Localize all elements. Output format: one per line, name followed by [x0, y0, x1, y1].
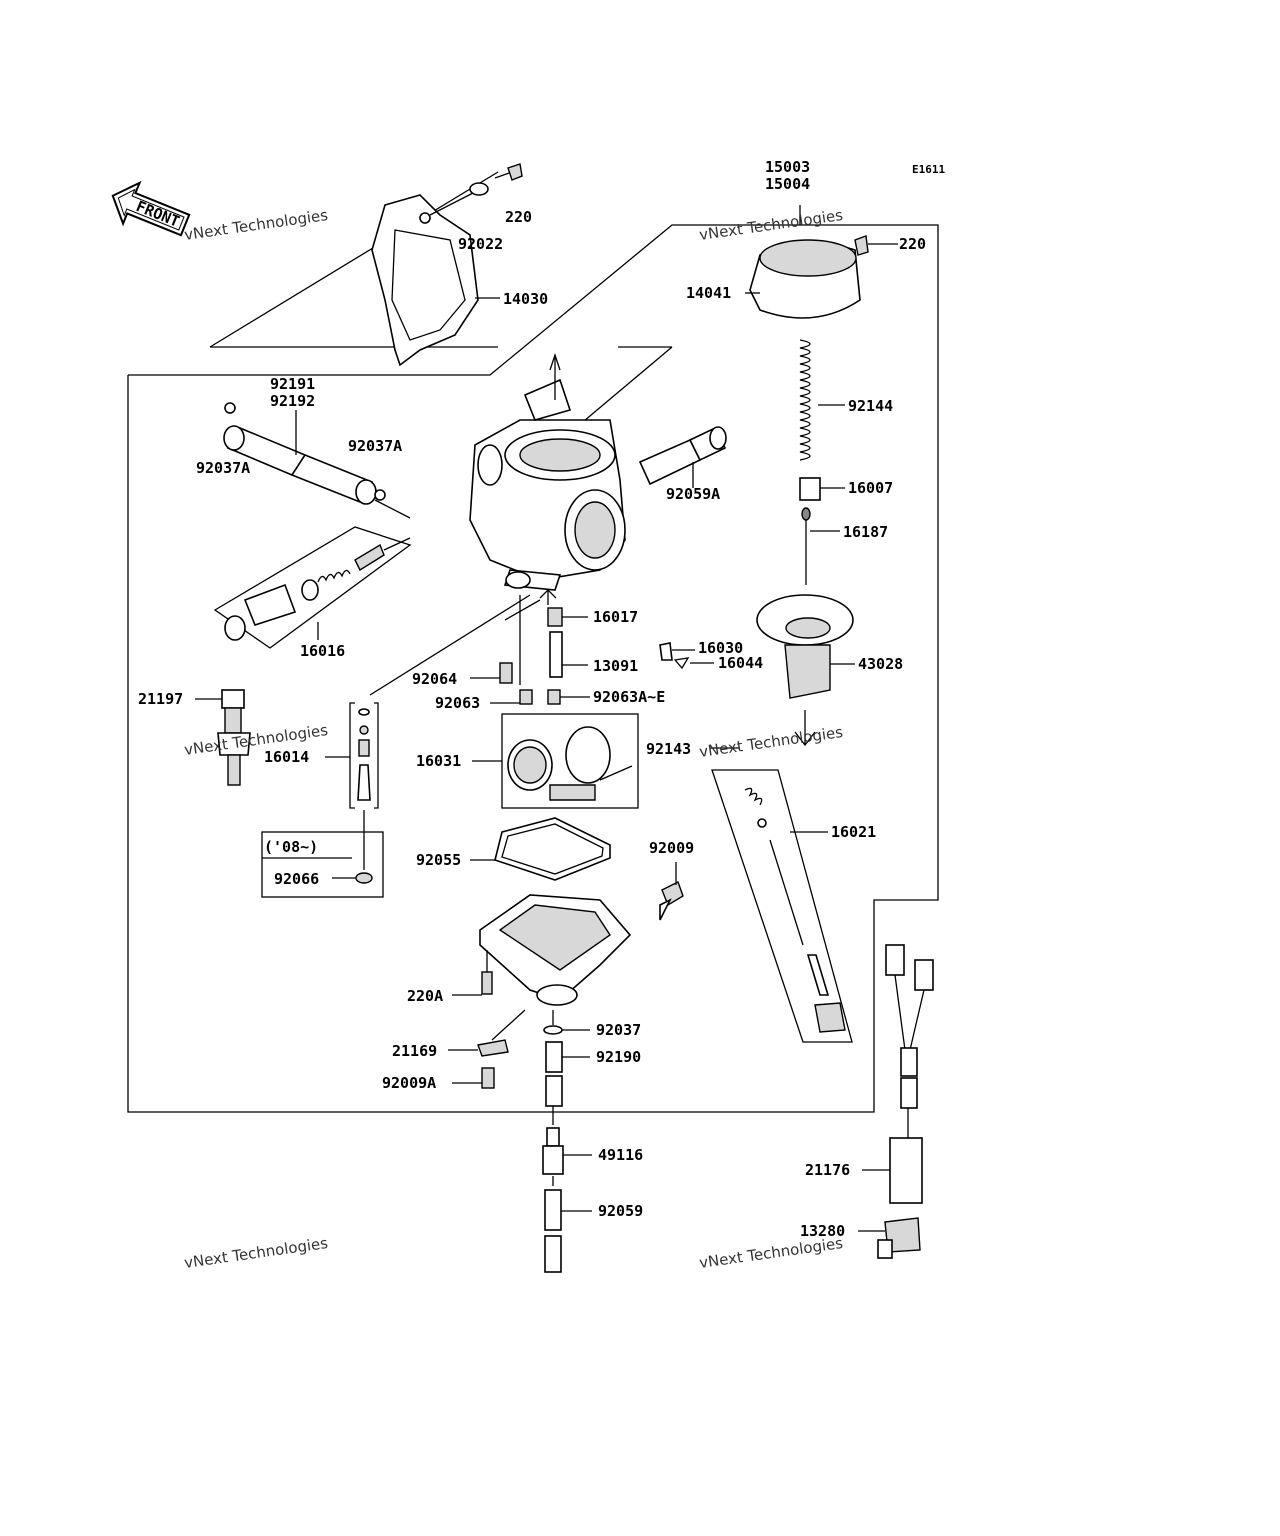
label-92190: 92190 — [596, 1048, 641, 1066]
label-16021: 16021 — [831, 823, 876, 841]
label-220-top: 220 — [505, 208, 532, 226]
label-16031: 16031 — [416, 752, 461, 770]
watermark-text-5: vNext Technologies — [183, 1234, 329, 1272]
label-49116: 49116 — [598, 1146, 643, 1164]
label-92037A-left: 92037A — [196, 459, 250, 477]
label-92063A-E: 92063A~E — [593, 688, 665, 706]
label-220A: 220A — [407, 987, 443, 1005]
watermark-text-2: vNext Technologies — [698, 206, 844, 244]
label-92144: 92144 — [848, 397, 893, 415]
watermark-text-1: vNext Technologies — [183, 206, 329, 244]
label-92009: 92009 — [649, 839, 694, 857]
label-16014: 16014 — [264, 748, 309, 766]
label-92191: 92191 — [270, 375, 315, 393]
choke-plunger-part — [195, 689, 251, 786]
jets-part — [369, 589, 714, 705]
spring-part — [799, 339, 845, 461]
label-92037A-right: 92037A — [348, 437, 402, 455]
throttle-assembly-part — [472, 713, 639, 809]
watermark-text-4: vNext Technologies — [698, 723, 844, 761]
float-bowl-part — [452, 817, 684, 1006]
label-92192: 92192 — [270, 392, 315, 410]
label-92059: 92059 — [598, 1202, 643, 1220]
starter-jet-column-part — [325, 702, 379, 884]
label-15004: 15004 — [765, 175, 810, 193]
tubes-part — [223, 402, 727, 519]
label-13091: 13091 — [593, 657, 638, 675]
label-92059A: 92059A — [666, 485, 720, 503]
label-model-year-note: ('08~) — [264, 838, 318, 856]
label-14030: 14030 — [503, 290, 548, 308]
needle-part — [799, 477, 845, 585]
label-92063: 92063 — [435, 694, 480, 712]
label-220-right: 220 — [899, 235, 926, 253]
label-92064: 92064 — [412, 670, 457, 688]
label-16044: 16044 — [718, 654, 763, 672]
top-cap-part — [745, 205, 898, 319]
model-year-note-box — [261, 831, 384, 898]
heater-harness-part — [858, 944, 934, 1259]
label-92143: 92143 — [646, 740, 691, 758]
throttle-stop-screw-part — [710, 747, 853, 1043]
label-92009A: 92009A — [382, 1074, 436, 1092]
drain-hose-stack-part — [448, 1009, 592, 1273]
label-92022: 92022 — [458, 235, 503, 253]
diaphragm-slide-part — [756, 594, 855, 747]
label-21176: 21176 — [805, 1161, 850, 1179]
pilot-screw-assembly-part — [213, 526, 412, 649]
label-16007: 16007 — [848, 479, 893, 497]
label-16187: 16187 — [843, 523, 888, 541]
label-92055: 92055 — [416, 851, 461, 869]
label-16017: 16017 — [593, 608, 638, 626]
diagram-code: E1611 — [912, 163, 945, 176]
top-cover-part — [371, 163, 523, 367]
label-21169: 21169 — [392, 1042, 437, 1060]
label-13280: 13280 — [800, 1222, 845, 1240]
label-16016: 16016 — [300, 642, 345, 660]
label-14041: 14041 — [686, 284, 731, 302]
label-43028: 43028 — [858, 655, 903, 673]
label-16030: 16030 — [698, 639, 743, 657]
front-arrow-icon: FRONT — [111, 180, 191, 237]
label-15003: 15003 — [765, 158, 810, 176]
carburetor-body-part — [469, 352, 626, 591]
label-21197: 21197 — [138, 690, 183, 708]
label-92066: 92066 — [274, 870, 319, 888]
label-92037: 92037 — [596, 1021, 641, 1039]
part-labels: E1611 15003 15004 220 92022 14030 220 14… — [138, 158, 945, 1240]
